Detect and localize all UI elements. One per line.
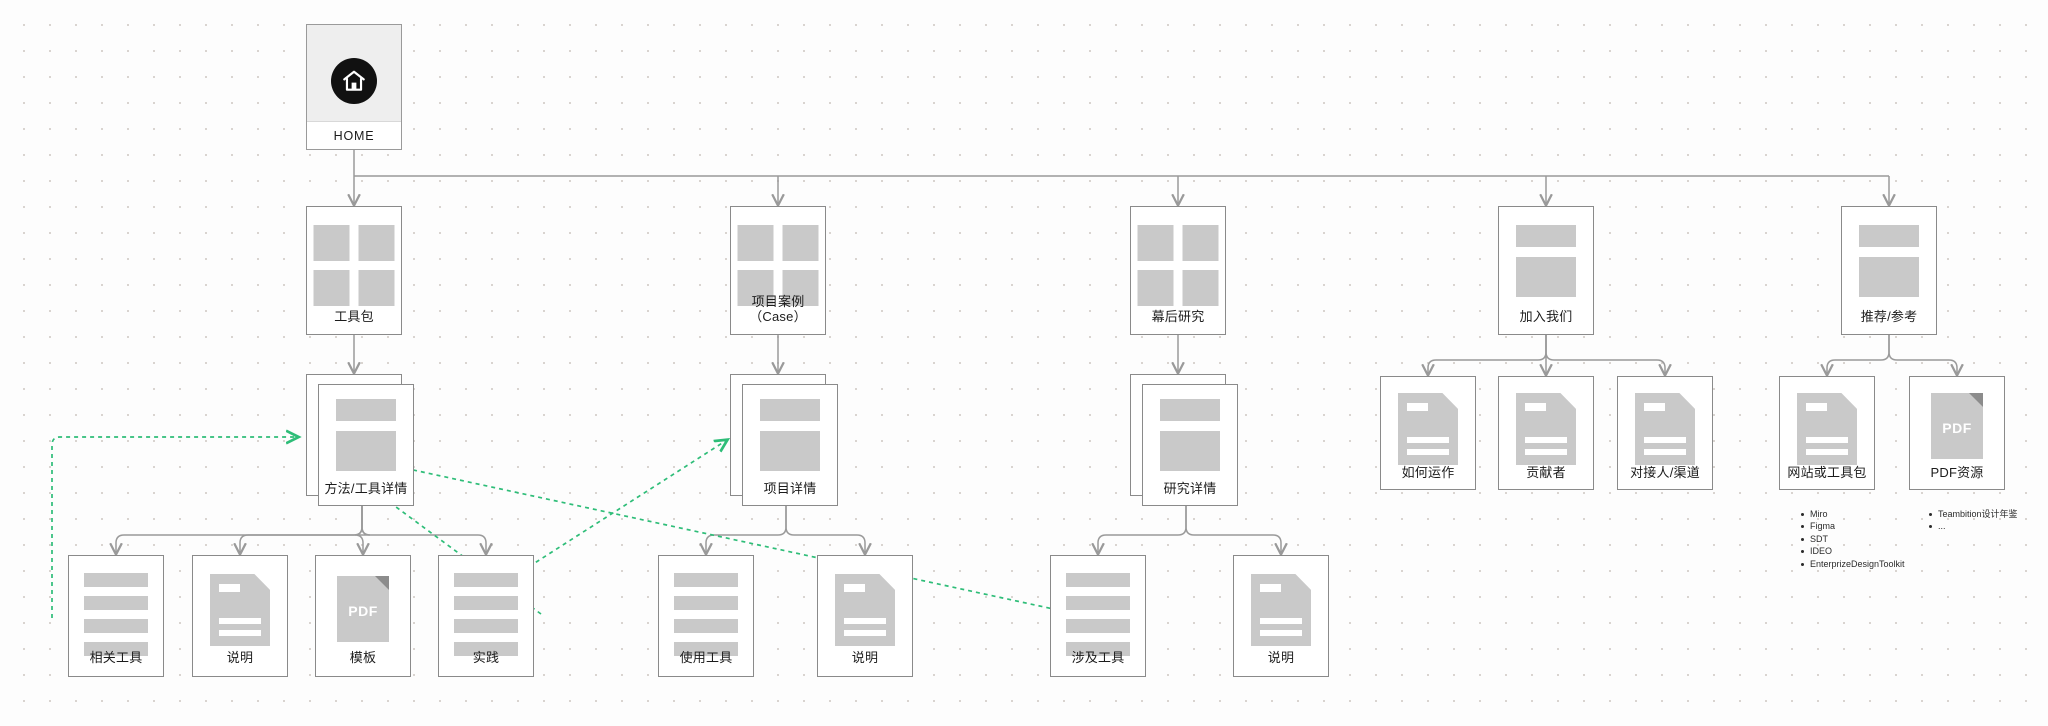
node-recommend[interactable]: 推荐/参考	[1841, 206, 1937, 335]
list-item: Teambition设计年鉴	[1929, 509, 2018, 519]
two-bars-icon	[760, 399, 820, 471]
node-template[interactable]: PDF 模板	[315, 555, 411, 677]
pdf-badge-text: PDF	[348, 603, 378, 619]
node-desc-1-label: 说明	[226, 650, 254, 665]
node-practice-label: 实践	[472, 650, 500, 665]
pdf-icon: PDF	[1931, 393, 1983, 459]
node-pdf-resource[interactable]: PDF PDF资源	[1909, 376, 2005, 490]
list-icon	[454, 573, 518, 665]
node-toolkit-label: 工具包	[334, 309, 374, 324]
node-practice[interactable]: 实践	[438, 555, 534, 677]
document-icon	[1797, 393, 1857, 465]
pdf-icon: PDF	[337, 576, 389, 642]
stack-front-layer[interactable]: 方法/工具详情	[318, 384, 414, 506]
pdf-resource-items: Teambition设计年鉴 ...	[1925, 508, 2018, 533]
node-desc-3[interactable]: 说明	[1233, 555, 1329, 677]
node-related-tools-label: 相关工具	[89, 650, 143, 665]
node-related-tools[interactable]: 相关工具	[68, 555, 164, 677]
node-research[interactable]: 幕后研究	[1130, 206, 1226, 335]
document-icon	[210, 574, 270, 646]
node-method-detail[interactable]: 方法/工具详情	[306, 374, 418, 506]
site-toolkit-items: Miro Figma SDT IDEO EnterprizeDesignTool…	[1797, 508, 1905, 570]
document-icon	[1398, 393, 1458, 465]
two-bars-icon	[1160, 399, 1220, 471]
node-pdf-resource-label: PDF资源	[1930, 465, 1984, 480]
node-involved-tools-label: 涉及工具	[1071, 650, 1125, 665]
node-research-label: 幕后研究	[1151, 309, 1205, 324]
node-home[interactable]: HOME	[306, 24, 402, 150]
node-project-detail[interactable]: 项目详情	[730, 374, 842, 506]
list-item: Figma	[1801, 520, 1905, 532]
node-desc-3-label: 说明	[1267, 650, 1295, 665]
home-icon	[331, 58, 377, 104]
node-desc-2-label: 说明	[851, 650, 879, 665]
node-method-detail-label: 方法/工具详情	[324, 481, 408, 496]
site-toolkit-item-list: Miro Figma SDT IDEO EnterprizeDesignTool…	[1797, 508, 1905, 570]
node-join-label: 加入我们	[1519, 309, 1573, 324]
pdf-badge-text: PDF	[1942, 420, 1972, 436]
grid-2x2-icon	[313, 225, 395, 306]
node-study-detail-label: 研究详情	[1163, 481, 1217, 496]
two-bars-icon	[1516, 225, 1576, 297]
node-involved-tools[interactable]: 涉及工具	[1050, 555, 1146, 677]
grid-2x2-icon	[737, 225, 819, 306]
document-icon	[835, 574, 895, 646]
node-project-detail-label: 项目详情	[763, 481, 817, 496]
list-item: ...	[1929, 520, 2018, 532]
node-desc-2[interactable]: 说明	[817, 555, 913, 677]
stack-front-layer[interactable]: 项目详情	[742, 384, 838, 506]
node-toolkit[interactable]: 工具包	[306, 206, 402, 335]
node-how-it-works[interactable]: 如何运作	[1380, 376, 1476, 490]
list-item: EnterprizeDesignToolkit	[1801, 558, 1905, 569]
node-cases[interactable]: 项目案例（Case）	[730, 206, 826, 335]
list-icon	[84, 573, 148, 665]
list-item: Miro	[1801, 508, 1905, 520]
grid-2x2-icon	[1137, 225, 1219, 306]
node-study-detail[interactable]: 研究详情	[1130, 374, 1242, 506]
two-bars-icon	[1859, 225, 1919, 297]
node-used-tools-label: 使用工具	[679, 650, 733, 665]
node-contributors-label: 贡献者	[1526, 465, 1566, 480]
document-icon	[1251, 574, 1311, 646]
list-item: IDEO	[1801, 545, 1905, 557]
list-icon	[674, 573, 738, 665]
node-how-it-works-label: 如何运作	[1401, 465, 1455, 480]
stack-front-layer[interactable]: 研究详情	[1142, 384, 1238, 506]
node-contacts[interactable]: 对接人/渠道	[1617, 376, 1713, 490]
list-item: SDT	[1801, 533, 1905, 545]
document-icon	[1635, 393, 1695, 465]
two-bars-icon	[336, 399, 396, 471]
node-desc-1[interactable]: 说明	[192, 555, 288, 677]
document-icon	[1516, 393, 1576, 465]
node-site-toolkit[interactable]: 网站或工具包	[1779, 376, 1875, 490]
node-recommend-label: 推荐/参考	[1860, 309, 1918, 324]
node-site-toolkit-label: 网站或工具包	[1787, 465, 1867, 480]
pdf-resource-item-list: Teambition设计年鉴 ...	[1925, 508, 2018, 533]
node-contributors[interactable]: 贡献者	[1498, 376, 1594, 490]
list-icon	[1066, 573, 1130, 665]
node-template-label: 模板	[349, 650, 377, 665]
node-used-tools[interactable]: 使用工具	[658, 555, 754, 677]
node-home-caption: HOME	[307, 121, 401, 149]
node-contacts-label: 对接人/渠道	[1630, 465, 1700, 480]
node-join[interactable]: 加入我们	[1498, 206, 1594, 335]
node-cases-label: 项目案例（Case）	[749, 294, 807, 324]
